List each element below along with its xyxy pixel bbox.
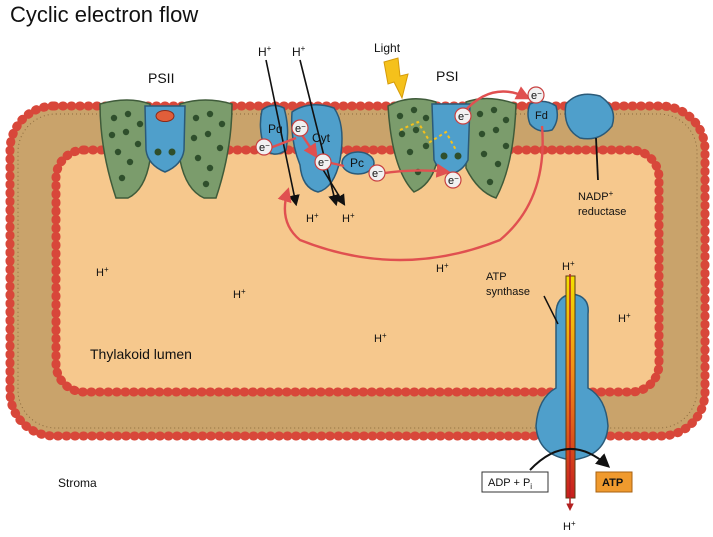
svg-text:e−: e− (259, 141, 270, 154)
ferredoxin (527, 100, 559, 132)
proton-label: H+ (374, 331, 387, 345)
thylakoid-lumen-label: Thylakoid lumen (90, 346, 192, 362)
electron-badge: e− (454, 107, 472, 125)
atp-label: ATP (602, 477, 623, 489)
atp-synthase-label-line2: synthase (486, 286, 530, 298)
membrane-outer-heads (5, 101, 710, 441)
diagram-title: Cyclic electron flow (10, 2, 198, 27)
electron-badge: e− (368, 164, 386, 182)
svg-text:e−: e− (458, 110, 469, 123)
adp-box (481, 471, 549, 493)
membrane-inner-heads (51, 145, 664, 397)
electron-badge: e− (291, 119, 309, 137)
psi-label: PSI (436, 68, 459, 84)
lightning-bolt-icon (383, 57, 409, 100)
svg-text:e−: e− (531, 89, 542, 102)
proton-label: H+ (618, 311, 631, 325)
proton-label: H+ (306, 211, 319, 225)
atp-synthesis-arrow (529, 448, 611, 471)
proton-label: H+ (562, 259, 575, 273)
psii-complex (99, 99, 233, 199)
svg-text:e−: e− (372, 167, 383, 180)
proton-labels: H+ H+ H+ H+ H+ H+ H+ H+ H+ H+ H+ (96, 44, 631, 533)
atp-badge (595, 471, 633, 493)
svg-text:e−: e− (448, 174, 459, 187)
svg-text:e−: e− (318, 156, 329, 169)
thylakoid-lumen-area (56, 150, 659, 392)
plastocyanin (341, 151, 375, 175)
svg-text:e−: e− (295, 122, 306, 135)
electron-badge: e− (314, 153, 332, 171)
proton-label: H+ (563, 519, 576, 533)
nadp-reductase (564, 93, 615, 181)
psi-energy-path (399, 120, 457, 151)
nadp-reductase-label-line2: reductase (578, 206, 626, 218)
fd-label: Fd (535, 110, 548, 122)
proton-label: H+ (292, 44, 306, 59)
psii-label: PSII (148, 70, 174, 86)
proton-label: H+ (436, 261, 449, 275)
proton-arrows (265, 59, 346, 207)
atp-synthase-label-line1: ATP (486, 271, 507, 283)
proton-label: H+ (96, 265, 109, 279)
electron-badge: e− (444, 171, 462, 189)
electron-badge: e− (527, 86, 545, 104)
nadp-reductase-label-line1: NADP+ (578, 189, 614, 203)
proton-label: H+ (342, 211, 355, 225)
adp-label: ADP + Pi (488, 477, 532, 491)
cyt-label: Cyt (312, 131, 331, 145)
electron-badges: e− e− e− e− e− e− e− (255, 86, 545, 189)
light-label: Light (374, 41, 401, 55)
proton-label: H+ (258, 44, 272, 59)
pc-label: Pc (350, 156, 364, 170)
proton-label: H+ (233, 287, 246, 301)
electron-badge: e− (255, 138, 273, 156)
stroma-label: Stroma (58, 476, 97, 490)
electron-flow-paths (269, 86, 544, 262)
thylakoid-membrane (5, 101, 710, 441)
